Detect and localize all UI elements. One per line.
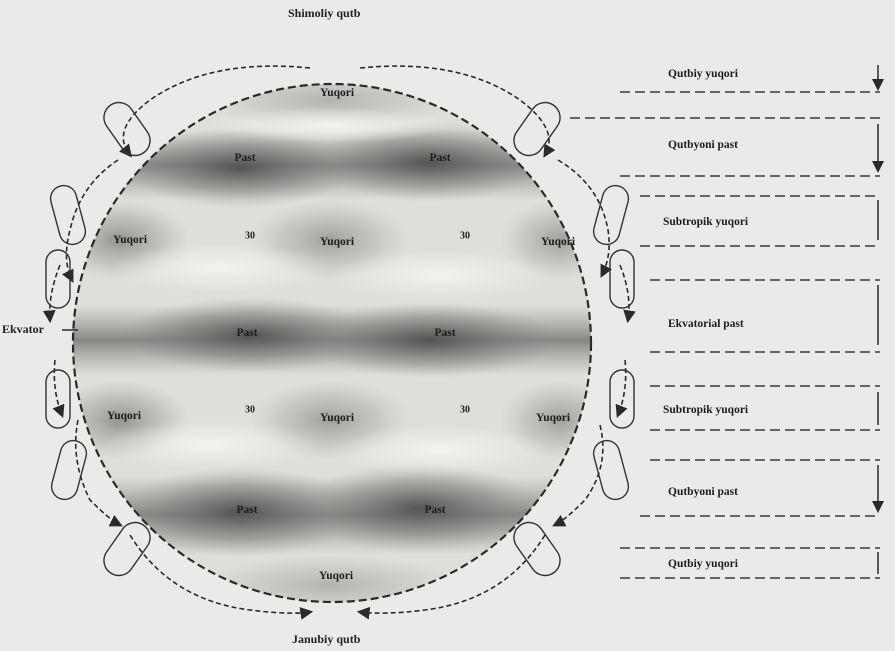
zone-label-polar-high-south: Yuqori	[319, 570, 353, 582]
south-pole-label: Janubiy qutb	[292, 632, 360, 647]
zone-label-low-south-2: Past	[424, 504, 445, 516]
cell-left-2	[50, 265, 60, 320]
zone-label-low-eq-2: Past	[434, 327, 455, 339]
zone-label-high-south-3: Yuqori	[536, 412, 570, 424]
zone-label-high-south-1: Yuqori	[107, 410, 141, 422]
zone-label-high-north-2: Yuqori	[320, 236, 354, 248]
equator-label: Ekvator	[2, 322, 44, 337]
latitude-marker-north-1: 30	[245, 231, 255, 242]
latitude-marker-north-2: 30	[460, 231, 470, 242]
zone-label-low-north-1: Past	[234, 152, 255, 164]
latitude-marker-south-2: 30	[460, 405, 470, 416]
globe	[50, 70, 620, 615]
belt-label-subtropical-high-north: Subtropik yuqori	[663, 216, 748, 228]
zone-label-high-north-3: Yuqori	[541, 236, 575, 248]
latitude-marker-south-1: 30	[245, 405, 255, 416]
zone-label-high-south-2: Yuqori	[320, 412, 354, 424]
belt-label-subpolar-low-south: Qutbyoni past	[668, 486, 738, 498]
belt-label-polar-high-north: Qutbiy yuqori	[668, 68, 738, 80]
cell-right-2	[620, 265, 629, 320]
zone-label-low-north-2: Past	[429, 152, 450, 164]
north-pole-label: Shimoliy qutb	[288, 6, 360, 21]
belt-label-subpolar-low-north: Qutbyoni past	[668, 139, 738, 151]
cell-right-3	[618, 360, 626, 415]
belt-label-equatorial-low: Ekvatorial past	[668, 318, 744, 330]
zone-label-low-south-1: Past	[236, 504, 257, 516]
cell-left-3	[54, 360, 62, 415]
zone-label-polar-high-north: Yuqori	[320, 87, 354, 99]
zone-label-high-north-1: Yuqori	[113, 234, 147, 246]
zone-label-low-eq-1: Past	[236, 327, 257, 339]
belt-label-polar-high-south: Qutbiy yuqori	[668, 558, 738, 570]
belt-label-subtropical-high-south: Subtropik yuqori	[663, 404, 748, 416]
belt-separators	[570, 92, 880, 578]
